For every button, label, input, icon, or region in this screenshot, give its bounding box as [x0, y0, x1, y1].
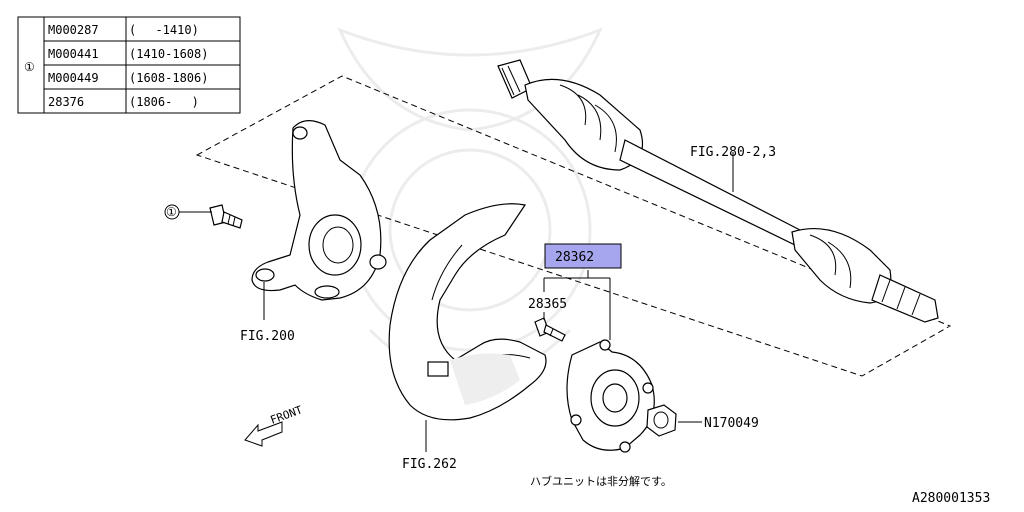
table-part-4[interactable]: 28376 [48, 95, 84, 109]
steering-knuckle-icon [251, 120, 387, 301]
hub-bolt-icon [534, 317, 566, 342]
drive-shaft-icon [497, 59, 939, 323]
callout-hub-bolt[interactable]: 28365 [528, 297, 567, 312]
hub-unit-icon [566, 339, 655, 453]
front-arrow-icon [244, 421, 283, 447]
callout-fig-280[interactable]: FIG.280-2,3 [690, 145, 776, 160]
hub-assy-highlight [544, 243, 622, 269]
table-range-1: ( -1410) [129, 23, 199, 37]
axle-nut-icon [646, 404, 677, 437]
table-range-3: (1608-1806) [129, 71, 208, 85]
front-label: FRONT [269, 403, 305, 427]
callout-fig-262[interactable]: FIG.262 [402, 457, 457, 472]
callout-fig-200[interactable]: FIG.200 [240, 329, 295, 344]
table-part-2[interactable]: M000441 [48, 47, 99, 61]
table-range-4: (1806- ) [129, 95, 199, 109]
hub-note: ハブユニットは非分解です。 [530, 474, 672, 488]
parts-table: ① M000287 ( -1410) M000441 (1410-1608) M… [17, 16, 241, 114]
diagram-id: A280001353 [912, 491, 990, 506]
assembly-boundary [195, 75, 952, 377]
table-range-2: (1410-1608) [129, 47, 208, 61]
leader-lines [164, 152, 734, 452]
callout-nut[interactable]: N170049 [704, 416, 759, 431]
table-part-1[interactable]: M000287 [48, 23, 99, 37]
dust-cover-icon [388, 203, 547, 421]
callout-hub-assy[interactable]: 28362 [555, 250, 594, 265]
bolt-ref-mark: ① [166, 205, 177, 219]
table-part-3[interactable]: M000449 [48, 71, 99, 85]
knuckle-bolt-icon [209, 204, 243, 229]
table-ref-mark: ① [24, 60, 35, 74]
